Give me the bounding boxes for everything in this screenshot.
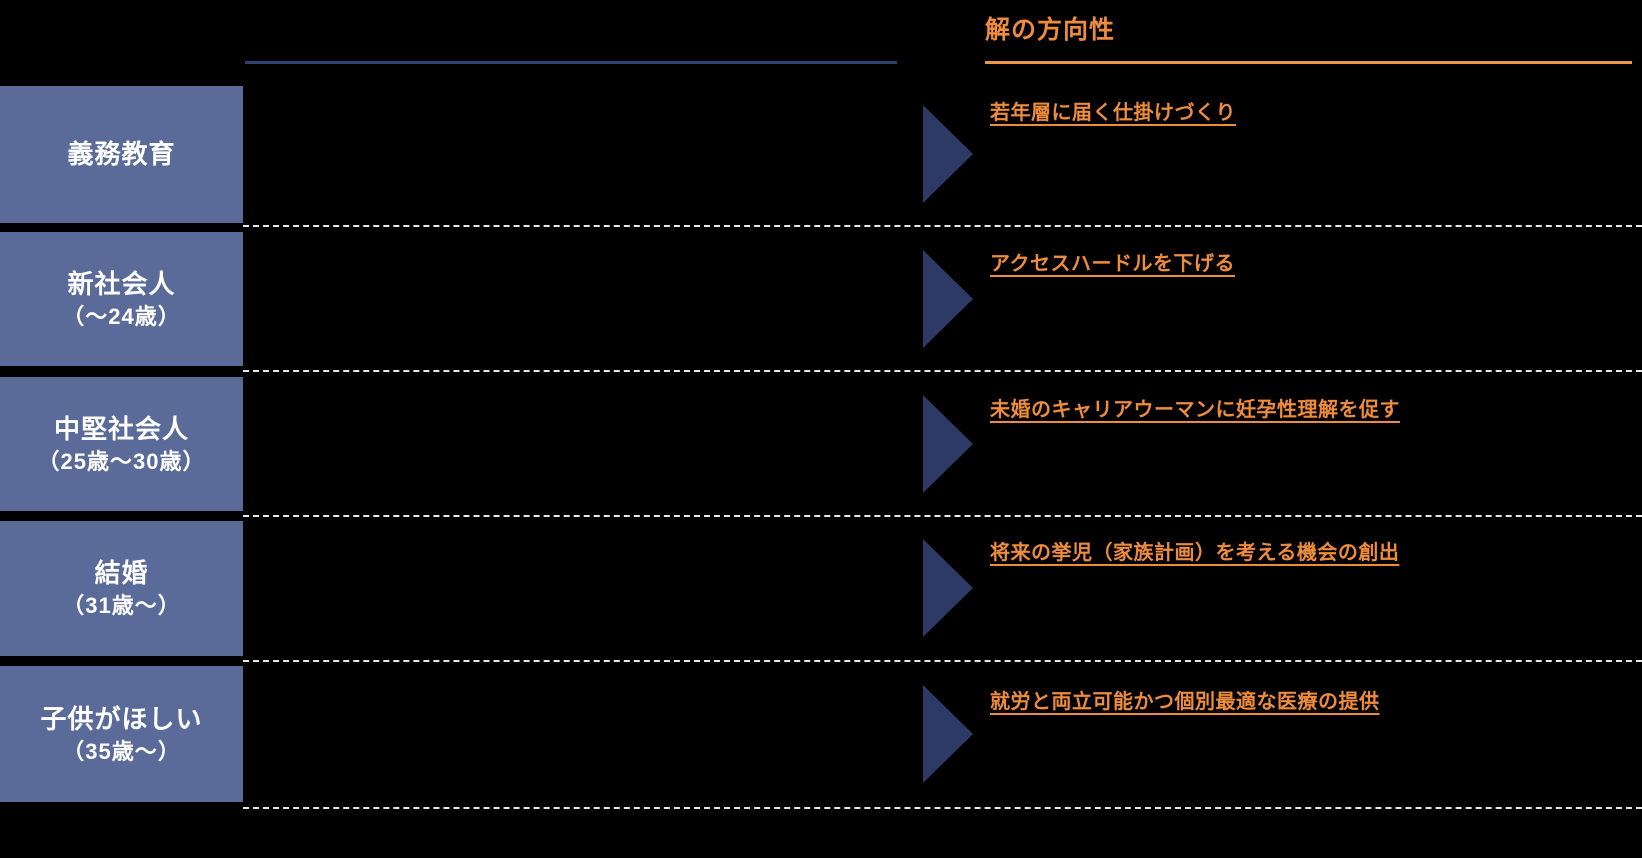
right-arrow-icon	[923, 395, 973, 493]
stage-box-kekkon: 結婚 （31歳～）	[0, 521, 243, 656]
solution-text: 若年層に届く仕掛けづくり	[990, 102, 1236, 124]
row-divider	[243, 515, 1642, 517]
stage-label: 新社会人	[67, 268, 176, 299]
timeline-rule	[245, 61, 897, 64]
page-title: 解の方向性	[985, 16, 1116, 44]
row-divider	[243, 660, 1642, 662]
stage-box-shinshakaijin: 新社会人 （～24歳）	[0, 232, 243, 366]
stage-sub-label: （～24歳）	[62, 303, 181, 329]
stage-sub-label: （35歳～）	[62, 738, 181, 764]
solution-text: 未婚のキャリアウーマンに妊孕性理解を促す	[990, 399, 1400, 421]
row-divider	[243, 807, 1642, 809]
row-divider	[243, 225, 1642, 227]
stage-label: 子供がほしい	[40, 703, 203, 734]
stage-box-kodomo-ga-hoshii: 子供がほしい （35歳～）	[0, 666, 243, 802]
solution-text: アクセスハードルを下げる	[990, 253, 1235, 275]
stage-sub-label: （31歳～）	[62, 593, 181, 619]
header-underline	[985, 61, 1632, 64]
row-divider	[243, 370, 1642, 372]
stage-sub-label: （25歳～30歳）	[37, 448, 206, 474]
right-arrow-icon	[923, 105, 973, 203]
solution-text: 就労と両立可能かつ個別最適な医療の提供	[990, 691, 1380, 713]
stage-label: 結婚	[94, 558, 149, 589]
right-arrow-icon	[923, 685, 973, 783]
right-arrow-icon	[923, 250, 973, 348]
stage-label: 義務教育	[67, 138, 176, 169]
right-arrow-icon	[923, 539, 973, 637]
stage-box-gimukyoiku: 義務教育	[0, 86, 243, 223]
solution-text: 将来の挙児（家族計画）を考える機会の創出	[990, 542, 1400, 564]
stage-label: 中堅社会人	[53, 413, 189, 444]
stage-box-chuken-shakaijin: 中堅社会人 （25歳～30歳）	[0, 377, 243, 511]
